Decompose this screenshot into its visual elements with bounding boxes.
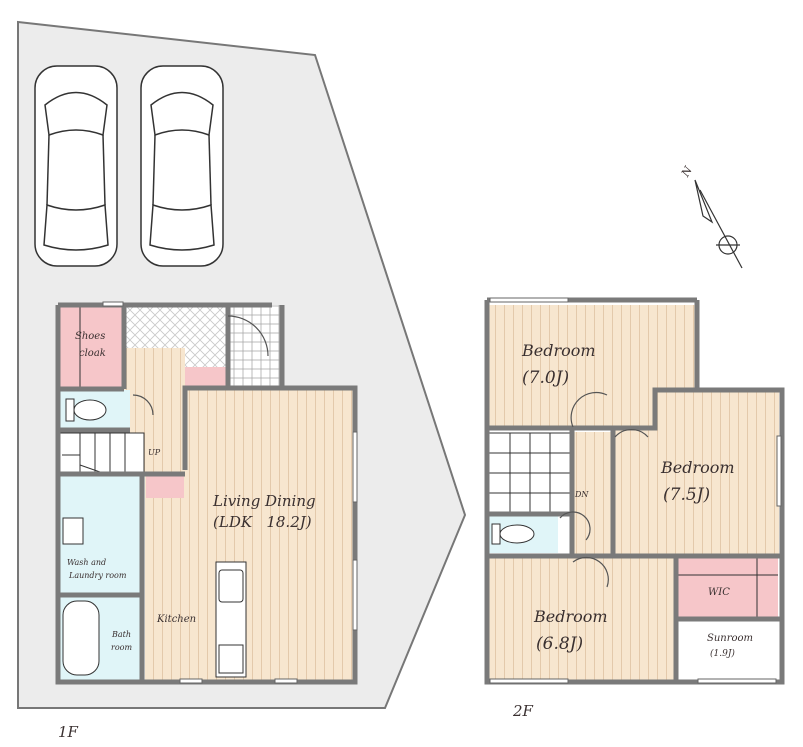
floor-label-2f: 2F [512, 702, 534, 720]
floor-label-1f: 1F [58, 723, 79, 741]
parking-car-1 [34, 65, 118, 267]
ldk [185, 388, 355, 680]
bedroom-6-8 [488, 558, 675, 680]
room-label-bedroom-2: Bedroom [660, 458, 735, 477]
room-label-ldk-size: (LDK 18.2J) [213, 513, 312, 531]
room-label-bedroom-3-size: (6.8J) [536, 634, 583, 654]
wic [676, 558, 778, 618]
stairs-1f [57, 432, 145, 474]
room-label-wash: Wash and [67, 558, 106, 567]
sunroom [678, 621, 778, 680]
room-label-sunroom-size: (1.9J) [710, 648, 735, 659]
bathtub-icon [62, 600, 100, 676]
room-label-bedroom-2-size: (7.5J) [663, 485, 710, 505]
compass-icon [694, 179, 743, 269]
stairs-down-label: DN [574, 490, 589, 499]
toilet-icon [73, 399, 107, 421]
room-label-sunroom: Sunroom [707, 633, 753, 644]
room-label-ldk: Living Dining [212, 492, 316, 510]
room-label-bath: Bath [111, 630, 131, 639]
room-label-wic: WIC [708, 587, 730, 598]
kitchen [145, 475, 185, 680]
room-label-kitchen: Kitchen [156, 614, 196, 625]
compass-north-label: N [678, 164, 695, 180]
room-label-bedroom-1: Bedroom [521, 341, 596, 360]
room-label-bath-room: room [111, 643, 132, 652]
room-label-laundry: Laundry room [68, 571, 127, 580]
hall-2f [572, 432, 613, 556]
room-label-cloak: cloak [79, 348, 106, 359]
shoes-cloak [58, 305, 124, 389]
parking-car-2 [140, 65, 224, 267]
second-floor [484, 297, 785, 685]
room-label-bedroom-3: Bedroom [533, 607, 608, 626]
entrance-porch [228, 305, 282, 388]
stairs-up-label: UP [148, 448, 161, 457]
first-floor [55, 301, 358, 685]
room-label-shoes: Shoes [75, 331, 105, 342]
room-label-bedroom-1-size: (7.0J) [522, 368, 569, 388]
bedroom-7-5 [613, 392, 779, 554]
